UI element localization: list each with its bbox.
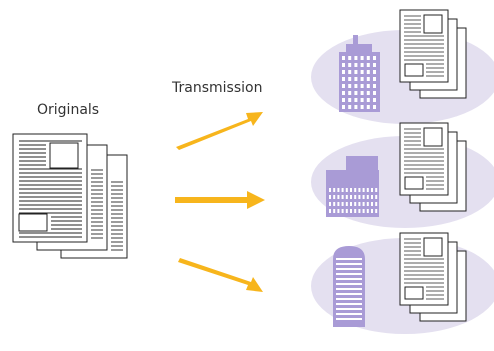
received-document-stack-icon-2 bbox=[399, 122, 467, 212]
round-tower-icon bbox=[333, 246, 365, 327]
factory-building-icon bbox=[326, 156, 379, 217]
original-document-stack-icon bbox=[12, 133, 128, 259]
received-document-stack-icon-1 bbox=[399, 9, 467, 99]
originals-label: Originals bbox=[37, 102, 100, 118]
transmission-arrow-middle bbox=[175, 191, 265, 209]
transmission-arrow-top bbox=[176, 112, 263, 150]
office-tower-icon bbox=[339, 35, 380, 112]
received-document-stack-icon-3 bbox=[399, 232, 467, 322]
transmission-label: Transmission bbox=[172, 80, 263, 96]
transmission-arrow-bottom bbox=[178, 258, 263, 292]
